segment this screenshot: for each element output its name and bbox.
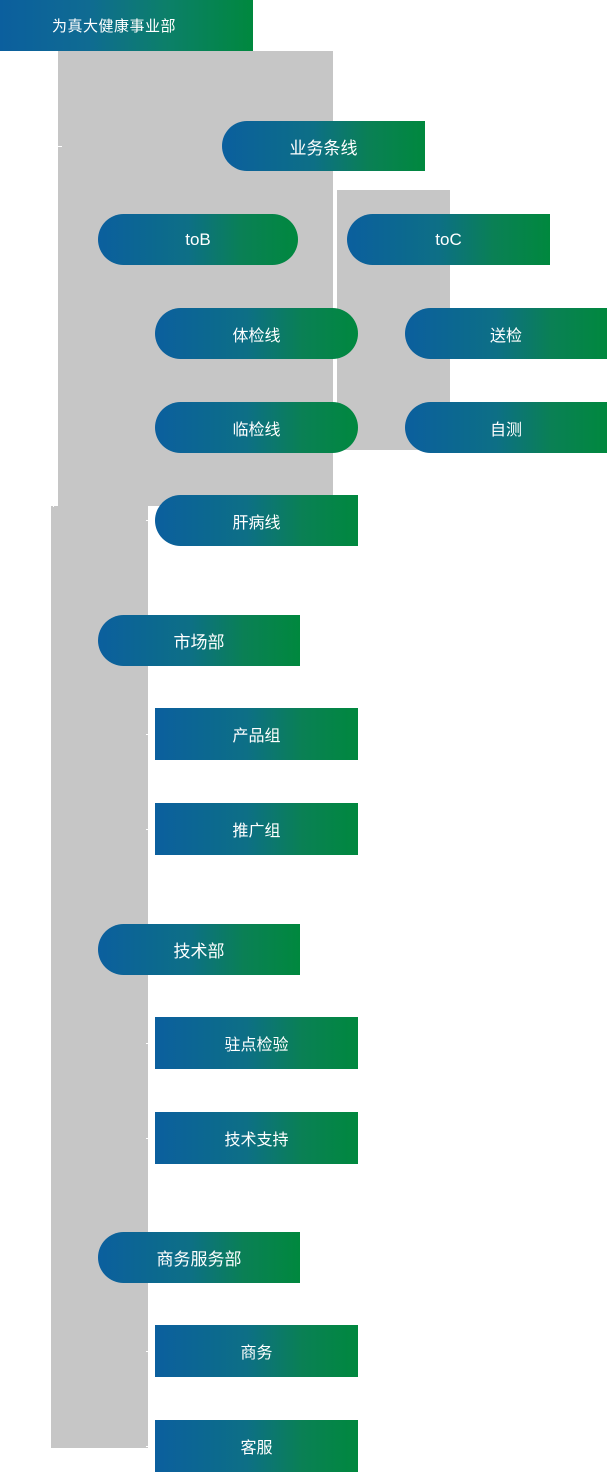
node-self-test-label: 自测 <box>489 421 522 439</box>
node-tech-dept[interactable]: 技术部 <box>98 924 300 975</box>
node-physical-exam-line[interactable]: 体检线 <box>155 308 358 359</box>
node-send-test[interactable]: 送检 <box>405 308 607 359</box>
node-tech-dept-label: 技术部 <box>173 942 225 961</box>
node-liver-line-label: 肝病线 <box>232 514 281 532</box>
node-clinical-line[interactable]: 临检线 <box>155 402 358 453</box>
node-business-label: 商务 <box>240 1345 273 1362</box>
connector-customer-service <box>146 1446 158 1447</box>
node-onsite-inspection-label: 驻点检验 <box>224 1037 289 1054</box>
connector-liver-line <box>146 520 158 521</box>
root-node-banner[interactable]: 为真大健康事业部 <box>0 0 253 51</box>
node-tech-support-label: 技术支持 <box>224 1132 289 1149</box>
connector-branch-business-line <box>48 146 62 147</box>
node-self-test[interactable]: 自测 <box>405 402 607 453</box>
node-business[interactable]: 商务 <box>155 1325 358 1377</box>
node-business-line[interactable]: 业务条线 <box>222 121 425 171</box>
node-promotion-group-label: 推广组 <box>232 823 281 840</box>
connector-trunk-level2 <box>148 506 149 1448</box>
node-product-group-label: 产品组 <box>232 728 281 745</box>
node-business-service-dept-label: 商务服务部 <box>156 1250 242 1269</box>
root-node-label: 为真大健康事业部 <box>52 18 177 35</box>
node-business-line-label: 业务条线 <box>289 138 358 158</box>
node-customer-service[interactable]: 客服 <box>155 1420 358 1472</box>
node-customer-service-label: 客服 <box>240 1440 273 1457</box>
connector-product-group <box>146 734 158 735</box>
node-physical-exam-line-label: 体检线 <box>232 327 281 345</box>
node-send-test-label: 送检 <box>489 327 522 345</box>
node-toc[interactable]: toC <box>347 214 550 265</box>
connector-onsite-inspection <box>146 1043 158 1044</box>
node-business-service-dept[interactable]: 商务服务部 <box>98 1232 300 1283</box>
node-promotion-group[interactable]: 推广组 <box>155 803 358 855</box>
node-onsite-inspection[interactable]: 驻点检验 <box>155 1017 358 1069</box>
node-product-group[interactable]: 产品组 <box>155 708 358 760</box>
node-tech-support[interactable]: 技术支持 <box>155 1112 358 1164</box>
connector-trunk-root <box>53 51 54 507</box>
node-tob[interactable]: toB <box>98 214 298 265</box>
node-tob-label: toB <box>185 229 211 249</box>
connector-tech-support <box>146 1138 158 1139</box>
node-toc-label: toC <box>435 229 462 249</box>
node-liver-line[interactable]: 肝病线 <box>155 495 358 546</box>
node-clinical-line-label: 临检线 <box>232 421 281 439</box>
node-marketing-dept-label: 市场部 <box>173 633 225 652</box>
connector-promotion-group <box>146 829 158 830</box>
node-marketing-dept[interactable]: 市场部 <box>98 615 300 666</box>
connector-business <box>146 1351 158 1352</box>
